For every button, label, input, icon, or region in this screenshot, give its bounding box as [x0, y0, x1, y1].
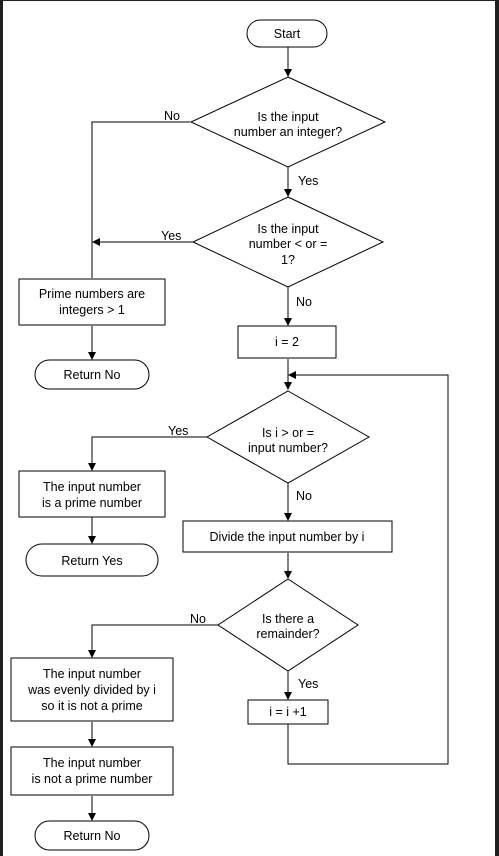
prime-integers-line-1: Prime numbers are: [39, 287, 145, 301]
decision-remainder: Is there a remainder?: [217, 578, 359, 672]
return-yes-terminator: Return Yes: [25, 543, 159, 577]
return-no-1-label: Return No: [64, 368, 121, 382]
loop-back-connector: [287, 371, 449, 765]
label-no-4: No: [190, 612, 206, 626]
init-i-box: i = 2: [237, 325, 337, 359]
evenly-divided-line-3: so it is not a prime: [41, 699, 142, 713]
divide-label: Divide the input number by i: [210, 530, 365, 544]
label-yes-3: Yes: [168, 424, 188, 438]
decision-le-one: Is the input number < or = 1?: [191, 196, 385, 288]
decision-le-one-line-1: Is the input: [257, 222, 319, 236]
evenly-divided-line-1: The input number: [43, 667, 141, 681]
is-prime-line-2: is a prime number: [42, 496, 142, 510]
decision-le-one-line-3: 1?: [281, 253, 295, 267]
start-terminator: Start: [246, 19, 328, 48]
right-border: [495, 0, 499, 856]
init-i-label: i = 2: [275, 335, 299, 349]
left-border: [0, 0, 3, 856]
increment-box: i = i +1: [247, 699, 329, 725]
prime-integers-box: Prime numbers are integers > 1: [18, 278, 166, 326]
decision-remainder-line-2: remainder?: [256, 627, 319, 641]
return-no-2-label: Return No: [64, 829, 121, 843]
decision-is-integer: Is the input number an integer?: [189, 76, 387, 168]
evenly-divided-box: The input number was evenly divided by i…: [10, 657, 174, 722]
decision-remainder-line-1: Is there a: [262, 612, 314, 626]
evenly-divided-line-2: was evenly divided by i: [27, 683, 156, 697]
label-no-2: No: [296, 295, 312, 309]
decision-i-ge-input: Is i > or = input number?: [205, 390, 371, 484]
label-no-1: No: [164, 109, 180, 123]
connectors: [88, 47, 449, 821]
label-yes-2: Yes: [161, 229, 181, 243]
label-yes-1: Yes: [298, 174, 318, 188]
is-prime-line-1: The input number: [43, 480, 141, 494]
q-i-ge-input-yes-connector: [88, 436, 207, 471]
label-yes-4: Yes: [298, 677, 318, 691]
q-integer-no-connector: [91, 121, 190, 278]
decision-i-ge-input-line-1: Is i > or =: [262, 426, 314, 440]
not-prime-line-1: The input number: [43, 756, 141, 770]
return-no-terminator-2: Return No: [34, 820, 150, 851]
label-no-3: No: [296, 489, 312, 503]
start-label: Start: [274, 27, 301, 41]
q-remainder-no-connector: [88, 624, 218, 658]
not-prime-box: The input number is not a prime number: [10, 746, 174, 796]
increment-label: i = i +1: [269, 705, 307, 719]
branch-labels: No Yes Yes No Yes No No Yes: [161, 109, 318, 691]
decision-le-one-line-2: number < or =: [249, 237, 328, 251]
is-prime-box: The input number is a prime number: [18, 470, 166, 518]
top-border: [0, 0, 499, 1]
decision-is-integer-line-2: number an integer?: [234, 125, 342, 139]
divide-box: Divide the input number by i: [182, 520, 393, 553]
return-no-terminator-1: Return No: [34, 359, 150, 390]
not-prime-line-2: is not a prime number: [32, 772, 153, 786]
decision-i-ge-input-line-2: input number?: [248, 441, 328, 455]
prime-integers-line-2: integers > 1: [59, 303, 125, 317]
decision-is-integer-line-1: Is the input: [257, 110, 319, 124]
return-yes-label: Return Yes: [61, 554, 122, 568]
